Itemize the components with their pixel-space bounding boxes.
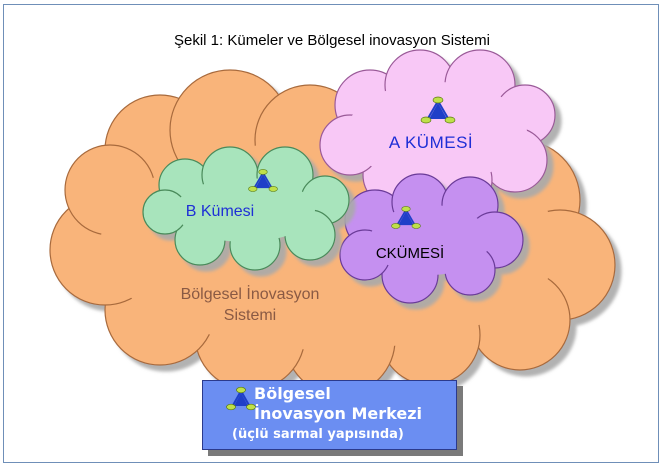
- legend-line2: İnovasyon Merkezi: [254, 404, 422, 423]
- figure-title: Şekil 1: Kümeler ve Bölgesel inovasyon S…: [174, 32, 490, 49]
- region-label-line2: Sistemi: [223, 307, 277, 324]
- legend-line1: Bölgesel: [254, 384, 331, 403]
- region-label-line1: Bölgesel İnovasyon: [180, 286, 320, 303]
- legend-line3: (üçlü sarmal yapısında): [232, 427, 404, 442]
- cluster-b-cloud: [142, 146, 350, 271]
- region-label: Bölgesel İnovasyon Sistemi: [150, 284, 350, 326]
- cluster-c-label: CKÜMESİ: [375, 245, 445, 262]
- cluster-b-label: B Kümesi: [185, 203, 255, 220]
- cluster-a-label: A KÜMESİ: [388, 133, 474, 152]
- legend-triple-helix-icon: [226, 386, 256, 411]
